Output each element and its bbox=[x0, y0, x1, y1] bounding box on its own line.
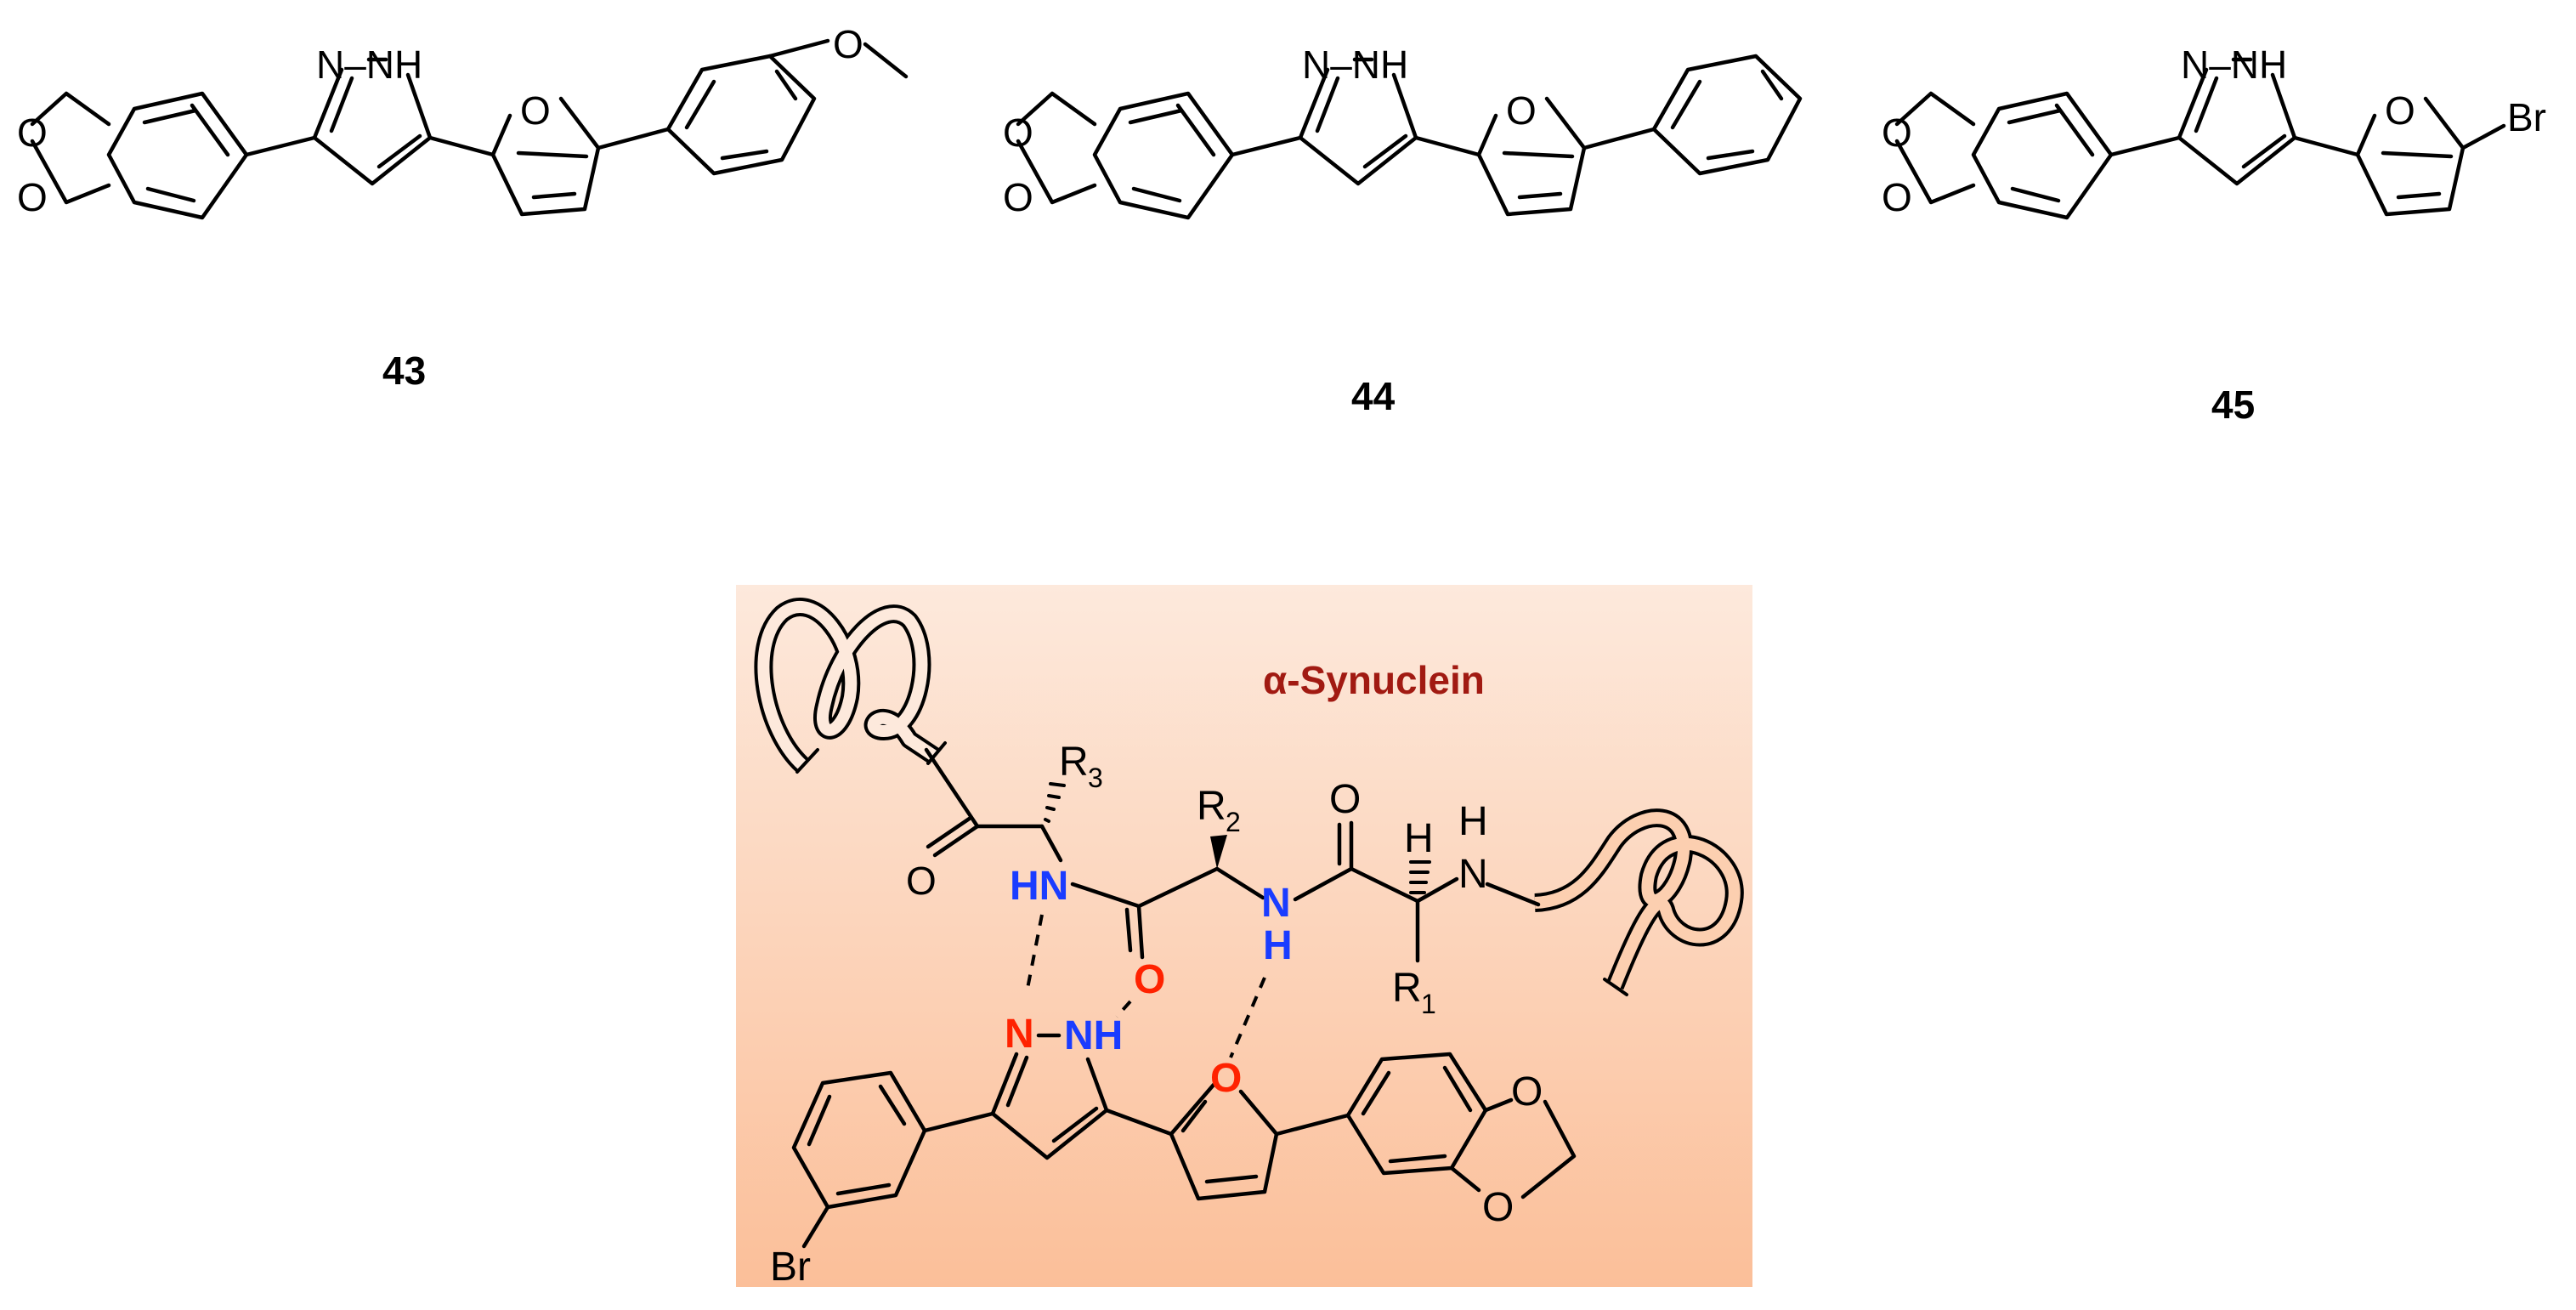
panel-background bbox=[736, 585, 1752, 1287]
compound-44: O O N–NH O 44 bbox=[1003, 43, 1803, 418]
pyrazole-nnh-label: N–NH bbox=[316, 43, 422, 87]
bound-ligand: N NH Br O bbox=[770, 1012, 1577, 1290]
peptide-backbone: O R 3 HN R 2 N H bbox=[906, 740, 1541, 1019]
pyrazole-nnh-label: N–NH bbox=[1302, 43, 1408, 87]
peptide-o-acceptor: O bbox=[1134, 957, 1165, 1002]
compound-label-45: 45 bbox=[2211, 383, 2255, 427]
hbond-nh-to-n bbox=[1025, 914, 1044, 994]
hbond-nh-to-furan-o bbox=[1229, 977, 1266, 1058]
ligand-furan-o: O bbox=[1210, 1056, 1242, 1101]
dioxole-o-top: O bbox=[1882, 111, 1912, 155]
methoxy-o: O bbox=[833, 22, 863, 66]
ligand-n-acceptor: N bbox=[1005, 1012, 1034, 1057]
hn-left-donor: HN bbox=[1010, 864, 1068, 909]
r3-label: R bbox=[1059, 740, 1089, 785]
dioxole-o-top: O bbox=[17, 111, 48, 155]
nh-center-n: N bbox=[1261, 881, 1291, 926]
hashed-wedge-r3 bbox=[1044, 782, 1066, 823]
protein-ribbon-left bbox=[754, 598, 947, 774]
h-stereo-label: H bbox=[1404, 816, 1434, 861]
r3-subscript: 3 bbox=[1088, 763, 1103, 793]
furan-o: O bbox=[1506, 88, 1537, 133]
hashed-wedge-h bbox=[1409, 860, 1431, 894]
hbond-nh-to-o bbox=[1115, 1000, 1132, 1018]
dioxole-o-bottom: O bbox=[1882, 175, 1912, 219]
dioxole-o-bottom: O bbox=[17, 175, 48, 219]
dioxole-o-top: O bbox=[1003, 111, 1033, 155]
panel-title: α-Synuclein bbox=[1263, 658, 1485, 702]
nh-center-h: H bbox=[1263, 923, 1293, 968]
alpha-synuclein-binding-panel: α-Synuclein O bbox=[736, 585, 1752, 1290]
carbonyl-o-right: O bbox=[1329, 777, 1361, 822]
furan-o: O bbox=[2385, 88, 2415, 133]
r2-subscript: 2 bbox=[1226, 807, 1241, 837]
ligand-nh-donor: NH bbox=[1064, 1013, 1123, 1058]
nh-right-n: N bbox=[1458, 852, 1488, 897]
compound-label-43: 43 bbox=[382, 349, 426, 393]
ligand-bromo: Br bbox=[770, 1245, 811, 1290]
compound-43: O O N–NH O O 43 bbox=[17, 22, 909, 393]
carbonyl-o-left: O bbox=[906, 859, 937, 903]
compound-45: O O N–NH O Br 45 bbox=[1882, 43, 2546, 427]
dioxole-o-bottom: O bbox=[1003, 175, 1033, 219]
ligand-dioxole-o-bottom: O bbox=[1482, 1185, 1514, 1230]
compound-label-44: 44 bbox=[1351, 374, 1396, 418]
pyrazole-nnh-label: N–NH bbox=[2181, 43, 2287, 87]
solid-wedge-r2 bbox=[1210, 835, 1227, 869]
protein-ribbon-right bbox=[1534, 808, 1744, 996]
nh-right-h: H bbox=[1458, 799, 1488, 844]
ligand-dioxole-o-top: O bbox=[1511, 1069, 1543, 1114]
r1-label: R bbox=[1392, 966, 1422, 1011]
r2-label: R bbox=[1197, 784, 1226, 829]
furan-o: O bbox=[520, 88, 551, 133]
r1-subscript: 1 bbox=[1421, 989, 1436, 1019]
bromo-substituent: Br bbox=[2507, 95, 2546, 139]
